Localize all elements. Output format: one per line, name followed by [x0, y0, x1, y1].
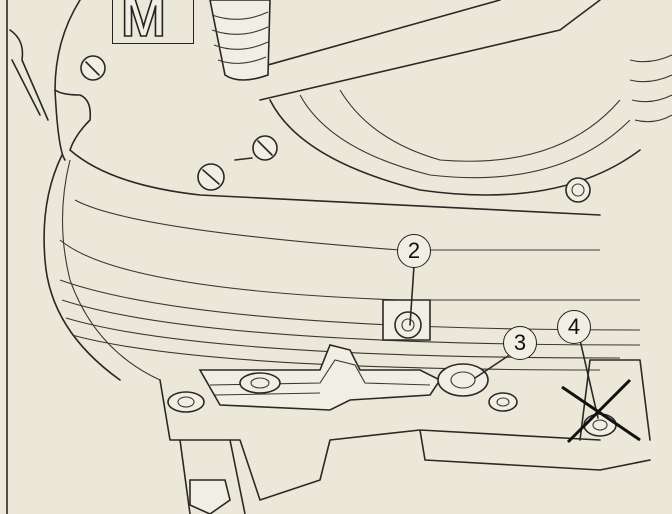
logo: M	[112, 0, 194, 44]
crankcase	[159, 379, 651, 501]
screw-link-line	[234, 157, 253, 161]
spring	[209, 0, 271, 81]
crankcase-leg	[179, 439, 246, 514]
callout-3: 3	[503, 326, 537, 360]
leader-3	[474, 355, 509, 379]
screw	[80, 55, 106, 81]
clutch-cover	[269, 99, 641, 196]
head-bolt-3	[437, 363, 489, 397]
clutch-cover-ring	[339, 89, 621, 162]
lever-rod	[249, 0, 601, 101]
washer	[488, 392, 518, 412]
cooling-fins	[59, 279, 641, 371]
bracket	[9, 29, 49, 121]
head-bolt-2	[382, 299, 431, 341]
cross-out-mark	[561, 378, 641, 444]
screw	[565, 177, 591, 203]
screw	[197, 163, 225, 191]
callout-2: 2	[397, 234, 431, 268]
right-spring	[629, 54, 672, 123]
cover-contour	[74, 199, 600, 251]
screw	[252, 135, 278, 161]
leader-4	[579, 339, 599, 419]
bolt-4	[583, 413, 617, 437]
nut	[189, 479, 231, 514]
washer	[239, 372, 281, 394]
callout-4: 4	[557, 310, 591, 344]
leader-2	[409, 265, 415, 326]
cover-contour	[61, 159, 161, 381]
clutch-cover-ring	[299, 94, 631, 179]
washer	[167, 391, 205, 413]
cover-edge	[43, 89, 121, 381]
cover-contour	[59, 239, 640, 301]
cover-outline	[54, 0, 601, 216]
